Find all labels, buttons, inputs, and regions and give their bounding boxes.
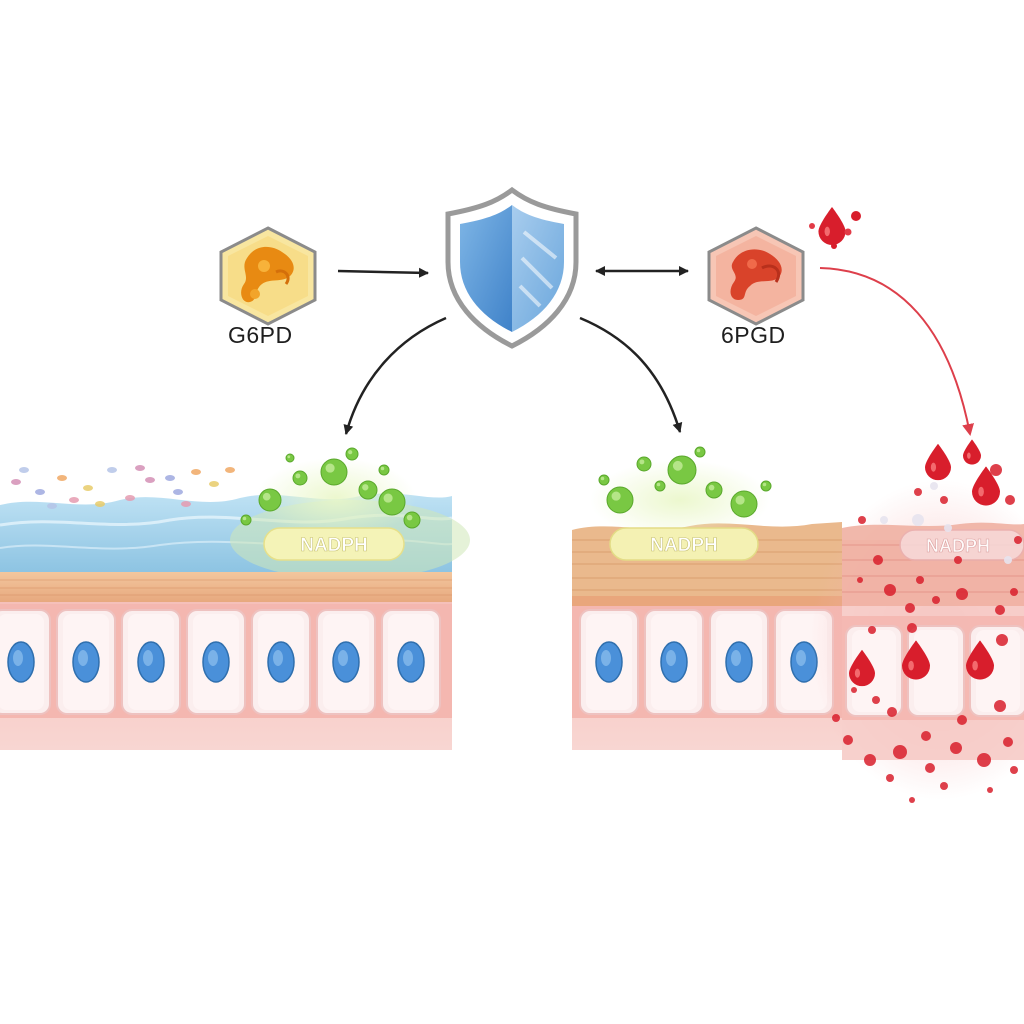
nadph-molecule [598,474,610,486]
blood-speck [864,754,876,766]
blood-speck [873,555,883,565]
nadph-badge-right: NADPH [899,529,1024,561]
blood-speck [977,753,991,767]
molecule-particle [107,467,117,473]
arrow-shield-to-middle-tissue [579,316,683,433]
cell-row-middle [579,609,834,715]
nadph-molecule [403,511,421,529]
nadph-molecule [705,481,723,499]
arrow-shield-to-left-tissue [343,316,447,435]
molecule-particle [181,501,191,507]
nadph-molecule [760,480,772,492]
molecule-particles-left [11,465,235,509]
enzyme-right-icon [707,226,805,326]
enzyme-left-icon [219,226,317,326]
nadph-molecule [654,480,666,492]
blood-droplet [963,439,981,465]
blood-speck [990,464,1002,476]
blood-speck [932,596,940,604]
blood-speck [1010,588,1018,596]
enzyme-label-g6pd: G6PD [228,322,293,348]
blood-speck [994,700,1006,712]
blood-speck [893,745,907,759]
molecule-particle [35,489,45,495]
blood-speck [954,556,962,564]
blood-speck [872,696,880,704]
blood-speck [940,496,948,504]
molecule-particle [145,477,155,483]
molecule-particle [83,485,93,491]
nadph-molecule [636,456,652,472]
blood-speck [916,576,924,584]
blood-droplet [925,443,951,481]
blood-speck [868,626,876,634]
blood-speck [907,623,917,633]
molecule-particle [225,467,235,473]
blood-speck [996,634,1008,646]
blood-speck [921,731,931,741]
arrow-g6pd-to-shield [337,267,429,278]
nadph-molecules-middle [598,446,772,518]
nadph-molecule [378,488,406,516]
blood-droplets-damage [832,439,1022,803]
molecule-particle [125,495,135,501]
nadph-molecule [258,488,282,512]
blood-speck [1005,495,1015,505]
nadph-label-middle: NADPH [650,535,718,556]
blood-speck [858,516,866,524]
blood-speck [905,603,915,613]
molecule-particle [19,467,29,473]
blood-speck [925,763,935,773]
nadph-label-left: NADPH [300,535,368,556]
molecule-particle [57,475,67,481]
blood-speck [884,584,896,596]
nadph-molecule [667,455,697,485]
blood-droplet-icon [809,207,861,249]
molecule-particle [165,475,175,481]
nadph-badge-middle: NADPH [590,460,770,561]
nadph-molecule [378,464,390,476]
nadph-molecule [606,486,634,514]
blood-speck [995,605,1005,615]
blood-speck [887,707,897,717]
nadph-molecules-left [240,447,421,529]
shield-icon [445,186,579,349]
nadph-molecule [694,446,706,458]
nadph-molecule [730,490,758,518]
blood-speck [851,687,857,693]
blood-speck [940,782,948,790]
blood-speck [886,774,894,782]
nadph-molecule [345,447,359,461]
nadph-molecule [285,453,295,463]
molecule-particle [69,497,79,503]
blood-speck [987,787,993,793]
enzyme-label-6pgd: 6PGD [721,322,786,348]
molecule-particle [173,489,183,495]
cell-row-left [0,609,441,715]
molecule-particle [95,501,105,507]
nadph-molecule [240,514,252,526]
blood-speck [909,797,915,803]
blood-speck [832,714,840,722]
molecule-particle [11,479,21,485]
blood-speck [950,742,962,754]
nadph-molecule [292,470,308,486]
blood-speck [843,735,853,745]
molecule-particle [47,503,57,509]
arrow-6pgd-to-damaged-tissue [819,267,974,436]
blood-speck [1014,536,1022,544]
molecule-particle [135,465,145,471]
nadph-molecule [358,480,378,500]
blood-speck [1003,737,1013,747]
nadph-label-right: NADPH [926,536,990,556]
molecule-particle [209,481,219,487]
blood-speck [1010,766,1018,774]
molecule-particle [191,469,201,475]
blood-speck [914,488,922,496]
blood-speck [956,588,968,600]
blood-speck [957,715,967,725]
nadph-molecule [320,458,348,486]
blood-speck [857,577,863,583]
